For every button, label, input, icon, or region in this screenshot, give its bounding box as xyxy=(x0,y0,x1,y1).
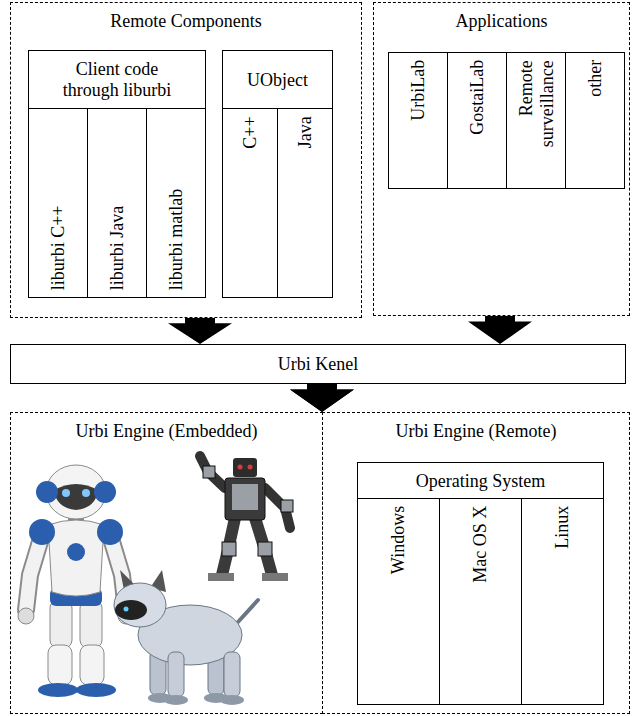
nao-robot-part xyxy=(97,519,123,545)
column-cell: Java xyxy=(277,108,333,298)
nao-robot-part xyxy=(48,520,104,596)
region-heading: Urbi Engine (Embedded) xyxy=(15,421,318,442)
nao-robot xyxy=(18,465,134,697)
column-label: Windows xyxy=(388,506,409,697)
column-label: liburbi matlab xyxy=(166,116,187,290)
column-label: liburbi Java xyxy=(107,116,128,290)
column-cell: UrbiLab xyxy=(388,52,448,189)
nao-robot-part xyxy=(67,543,85,561)
column-cell: Linux xyxy=(521,498,604,705)
column-label: liburbi C++ xyxy=(48,116,69,290)
aibo-robot xyxy=(114,570,258,705)
bioloid-robot-part xyxy=(248,465,253,470)
bioloid-robot-part xyxy=(208,573,234,581)
nao-robot-part xyxy=(62,489,70,497)
group-box: C++ Java UObject xyxy=(222,50,333,298)
aibo-robot-part xyxy=(115,600,147,620)
dashed-region: Urbi Engine (Embedded) xyxy=(10,412,323,714)
group-box: Windows Mac OS X Linux Operating System xyxy=(357,462,604,705)
column-label: C++ xyxy=(240,116,261,290)
bioloid-robot-part xyxy=(225,478,265,520)
column-cell: C++ xyxy=(222,108,278,298)
dashed-region: Windows Mac OS X Linux Operating System Urbi… xyxy=(322,412,630,714)
block-arrow xyxy=(468,316,532,344)
nao-robot-part xyxy=(80,600,102,648)
bioloid-robot xyxy=(200,456,293,581)
bioloid-robot-part xyxy=(262,573,288,581)
dashed-region: UrbiLab GostaiLab Remote surveillance other… xyxy=(373,2,630,316)
nao-robot-part xyxy=(80,645,104,685)
column-label: UrbiLab xyxy=(408,60,429,181)
nao-robot-part xyxy=(94,481,116,503)
block-arrow xyxy=(290,384,354,412)
nao-robot-part xyxy=(26,535,42,610)
column-cell: GostaiLab xyxy=(447,52,507,189)
bioloid-robot-part xyxy=(203,466,215,478)
column-cell: Remote surveillance xyxy=(506,52,566,189)
bioloid-robot-part xyxy=(232,484,258,510)
group-heading: Client code through liburbi xyxy=(47,59,187,100)
nao-robot-part xyxy=(18,608,34,624)
aibo-robot-part xyxy=(164,695,188,705)
aibo-robot-part xyxy=(114,583,166,627)
bioloid-robot-part xyxy=(200,456,225,488)
bioloid-robot-part xyxy=(238,465,243,470)
aibo-robot-part xyxy=(224,652,240,697)
column-label: Mac OS X xyxy=(470,506,491,697)
column-label: Linux xyxy=(552,506,573,697)
aibo-robot-part xyxy=(168,652,184,697)
aibo-robot-part xyxy=(220,695,244,705)
bioloid-robot-part xyxy=(255,518,272,575)
column-label: Java xyxy=(295,116,316,290)
aibo-robot-part xyxy=(238,600,258,622)
region-heading: Remote Components xyxy=(15,11,357,32)
aibo-robot-part xyxy=(124,607,129,612)
column-cell: other xyxy=(565,52,625,189)
bioloid-robot-part xyxy=(258,542,272,556)
dashed-region: liburbi C++ liburbi Java liburbi matlab Cli… xyxy=(10,2,362,318)
bioloid-robot-part xyxy=(233,458,257,477)
bioloid-robot-part xyxy=(281,500,293,512)
group-heading: UObject xyxy=(227,70,328,91)
region-heading: Applications xyxy=(378,11,625,32)
column-cell: liburbi Java xyxy=(87,108,147,298)
region-heading: Urbi Engine (Remote) xyxy=(327,421,625,442)
nao-robot-part xyxy=(36,481,58,503)
nao-robot-part xyxy=(76,683,116,697)
column-cell: Windows xyxy=(357,498,440,705)
column-label: GostaiLab xyxy=(467,60,488,181)
bioloid-robot-part xyxy=(222,542,236,556)
kernel-bar: Urbi Kenel xyxy=(10,344,626,384)
column-cell: liburbi C++ xyxy=(28,108,88,298)
kernel-label: Urbi Kenel xyxy=(15,354,621,375)
block-arrow xyxy=(290,384,354,412)
nao-robot-part xyxy=(26,535,42,610)
column-label: other xyxy=(585,60,606,181)
group-box: liburbi C++ liburbi Java liburbi matlab Cli… xyxy=(28,50,206,298)
group-heading: Operating System xyxy=(362,471,599,492)
bioloid-robot-part xyxy=(222,518,235,575)
nao-robot-part xyxy=(82,489,90,497)
column-label: Remote surveillance xyxy=(515,60,556,181)
nao-robot-part xyxy=(29,519,55,545)
column-cell: liburbi matlab xyxy=(146,108,206,298)
nao-robot-part xyxy=(48,645,72,685)
nao-robot-part xyxy=(50,600,72,648)
column-cell: Mac OS X xyxy=(439,498,522,705)
nao-robot-part xyxy=(54,484,98,510)
block-arrow xyxy=(168,318,232,344)
nao-robot-part xyxy=(38,683,78,697)
